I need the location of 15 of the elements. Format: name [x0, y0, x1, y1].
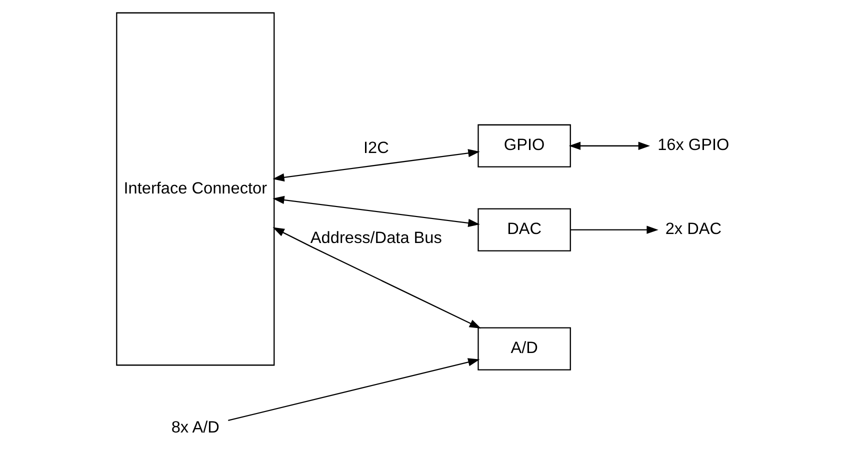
node-box: DAC: [477, 208, 570, 252]
arrow: [570, 226, 658, 234]
node-text: 16x GPIO: [657, 136, 729, 154]
node-text: 2x DAC: [664, 220, 722, 238]
arrow: [272, 227, 481, 329]
edge-label: I2C: [362, 139, 388, 158]
edge-label: Address/Data Bus: [310, 228, 442, 247]
arrow: [228, 358, 480, 421]
node-box: A/D: [477, 327, 570, 370]
arrow: [272, 196, 480, 228]
arrow: [568, 142, 650, 150]
arrow: [272, 149, 480, 182]
node-box: Interface Connector: [116, 12, 274, 366]
node-box: GPIO: [477, 124, 570, 168]
node-text: 8x A/D: [170, 418, 219, 436]
